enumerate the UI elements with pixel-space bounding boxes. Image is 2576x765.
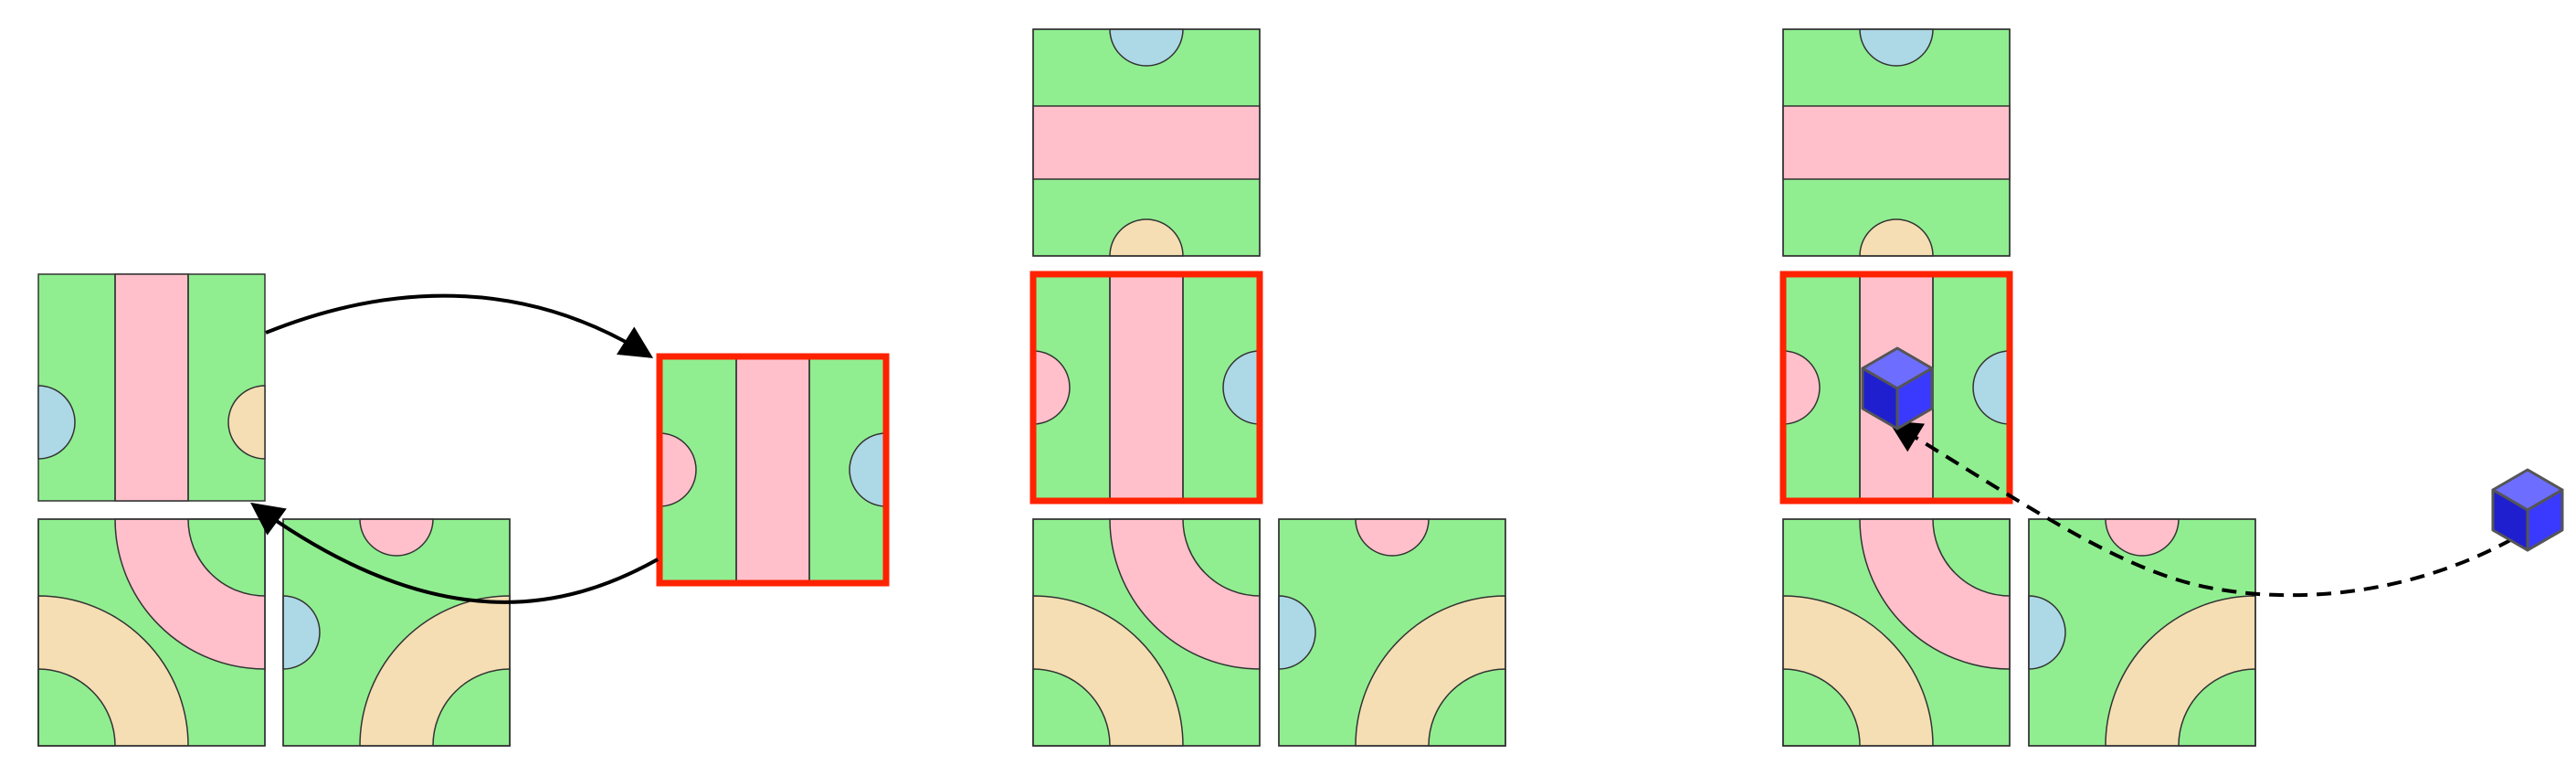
tile-road-horizontal-blue-tan (1032, 28, 1261, 257)
tile-road-junction-blue-pink (1278, 518, 1506, 747)
rotate-arrow-back (250, 502, 659, 604)
panel-meeple-step (1779, 28, 2564, 747)
tile-road-curve-tan-pink (1032, 518, 1261, 747)
panel-place-step (1029, 28, 1506, 747)
tile-road-straight-pink-blue-placed (1029, 271, 1263, 505)
tile-road-straight-blue-tan (37, 273, 266, 502)
meeple-placed-icon (1861, 346, 1934, 430)
highlight-frame (1779, 271, 2013, 505)
meeple-source-icon (2491, 468, 2564, 552)
tile-road-curve-tan-pink (37, 518, 266, 747)
panel-rotate-step (37, 273, 890, 747)
tile-road-horizontal-blue-tan (1782, 28, 2011, 257)
tile-road-straight-pink-blue-rotated (656, 353, 890, 587)
tile-road-junction-blue-pink (2028, 518, 2256, 747)
tile-road-curve-tan-pink (1782, 518, 2011, 747)
meeple-move-arrow (1887, 420, 2513, 598)
highlight-frame (656, 353, 890, 587)
rotate-arrow-forward (265, 293, 654, 358)
tile-road-junction-blue-pink (282, 518, 511, 747)
highlight-frame (1029, 271, 1263, 505)
